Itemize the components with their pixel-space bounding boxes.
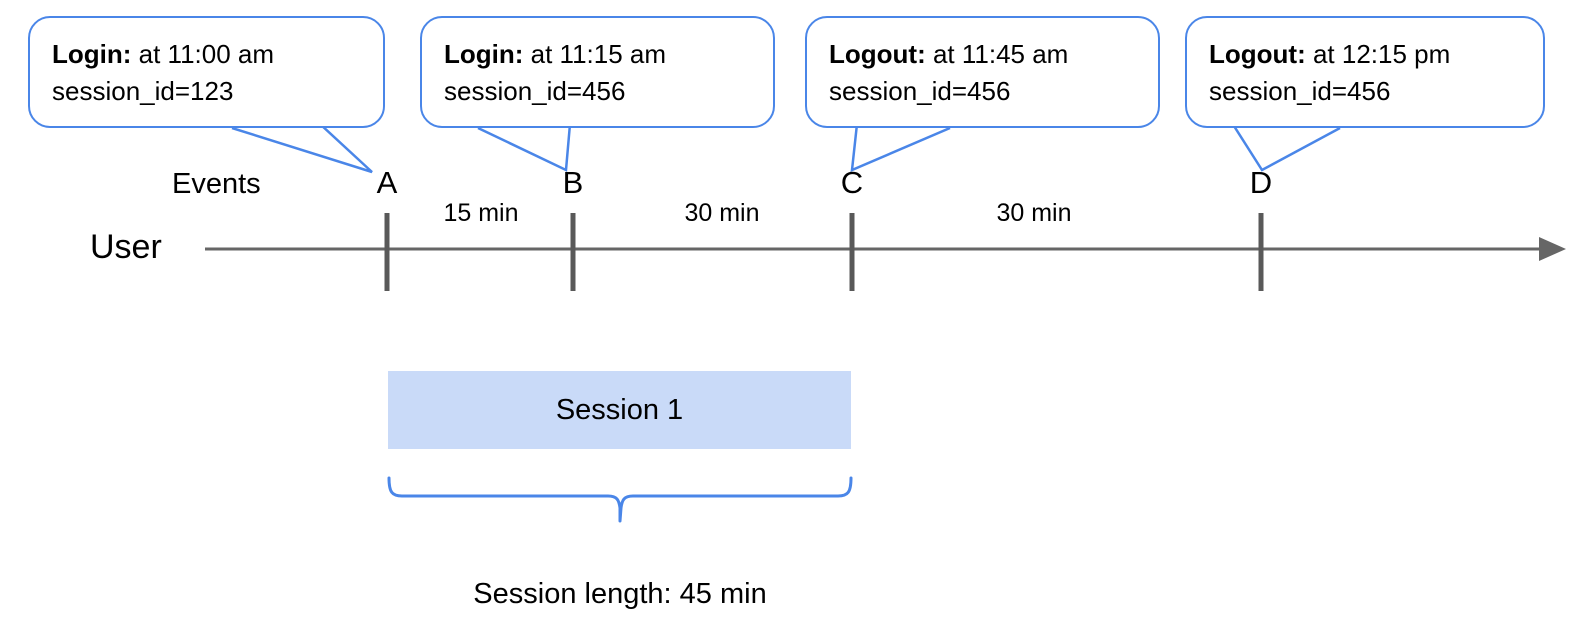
callout-logout-1215: Logout: at 12:15 pm session_id=456	[1185, 16, 1545, 128]
callout-line-primary: Logout: at 12:15 pm	[1209, 36, 1523, 73]
callout-event-time: at 11:45 am	[925, 39, 1069, 69]
session-span-brace	[387, 476, 853, 523]
duration-label-a-b: 15 min	[443, 199, 519, 227]
duration-label-c-d: 30 min	[996, 199, 1072, 227]
callout-line-primary: Logout: at 11:45 am	[829, 36, 1138, 73]
callout-tail-a	[231, 123, 373, 174]
session-length-caption: Session length: 45 min	[473, 578, 767, 610]
callout-event-type: Login:	[444, 39, 524, 69]
callout-line-primary: Login: at 11:15 am	[444, 36, 753, 73]
callout-line-session: session_id=456	[1209, 75, 1391, 106]
callout-login-1115: Login: at 11:15 am session_id=456	[420, 16, 775, 128]
callout-tail-b	[477, 123, 572, 172]
event-label-c: C	[840, 165, 864, 200]
event-label-d: D	[1249, 165, 1273, 200]
session-bar-label: Session 1	[555, 393, 684, 426]
callout-logout-1145: Logout: at 11:45 am session_id=456	[805, 16, 1160, 128]
callout-tail-c	[850, 123, 951, 172]
duration-label-b-c: 30 min	[684, 199, 760, 227]
callout-tail-d	[1232, 125, 1341, 172]
callout-line-session: session_id=456	[444, 75, 626, 106]
callout-line-session: session_id=123	[52, 75, 234, 106]
user-row-label: User	[90, 228, 162, 266]
callout-line-primary: Login: at 11:00 am	[52, 36, 363, 73]
callout-login-1100: Login: at 11:00 am session_id=123	[28, 16, 385, 128]
event-label-b: B	[562, 165, 584, 200]
callout-event-type: Logout:	[1209, 39, 1306, 69]
callout-event-time: at 11:15 am	[523, 39, 667, 69]
callout-event-type: Logout:	[829, 39, 926, 69]
callout-event-time: at 11:00 am	[131, 39, 275, 69]
event-label-a: A	[376, 165, 398, 200]
callout-line-session: session_id=456	[829, 75, 1011, 106]
session-bar: Session 1	[388, 371, 851, 449]
callout-event-time: at 12:15 pm	[1305, 39, 1451, 69]
callout-event-type: Login:	[52, 39, 132, 69]
events-row-label: Events	[172, 168, 261, 200]
